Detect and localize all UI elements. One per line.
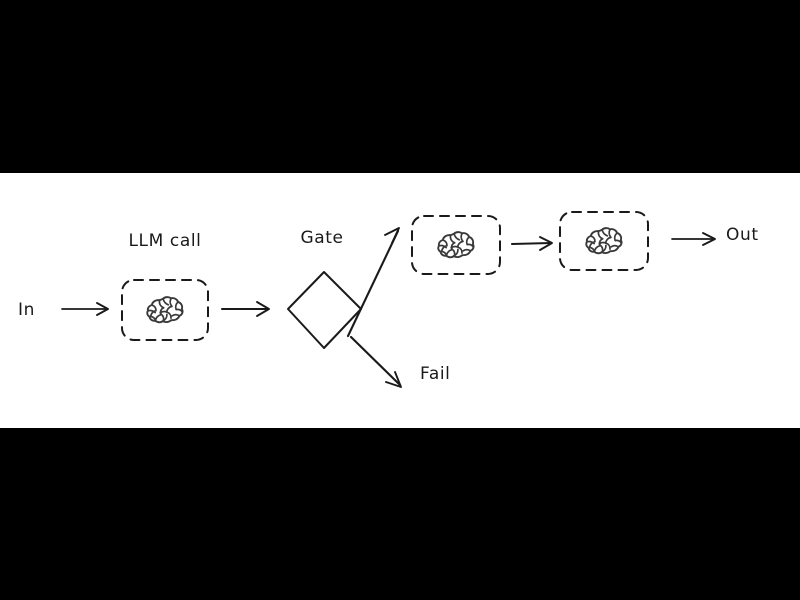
node-step-two-box[interactable] — [411, 215, 501, 275]
edge-gate-to-step-two — [346, 227, 400, 338]
node-step-three-box[interactable] — [559, 211, 649, 271]
edge-llm-call-to-gate — [220, 301, 270, 317]
label-out: Out — [726, 225, 759, 245]
brain-icon — [437, 231, 475, 259]
node-step-three[interactable] — [559, 211, 649, 271]
label-fail: Fail — [420, 364, 450, 384]
node-llm-call[interactable]: LLM call — [121, 231, 209, 341]
label-in: In — [18, 300, 35, 320]
node-gate-label: Gate — [300, 228, 343, 248]
node-step-two[interactable] — [411, 215, 501, 275]
node-llm-call-label: LLM call — [128, 231, 201, 251]
edge-in-to-llm-call — [61, 302, 109, 316]
brain-icon — [585, 227, 623, 255]
node-gate[interactable]: Gate — [287, 228, 362, 349]
edge-step-two-to-step-three — [510, 236, 553, 251]
edge-gate-to-fail — [349, 335, 402, 388]
node-llm-call-box[interactable] — [121, 279, 209, 341]
node-gate-diamond[interactable] — [287, 271, 362, 349]
diagram-canvas: LLM call Gate — [0, 173, 800, 428]
brain-icon — [146, 296, 184, 324]
edge-step-three-to-out — [671, 232, 716, 246]
flowchart-svg: LLM call Gate — [18, 211, 759, 388]
